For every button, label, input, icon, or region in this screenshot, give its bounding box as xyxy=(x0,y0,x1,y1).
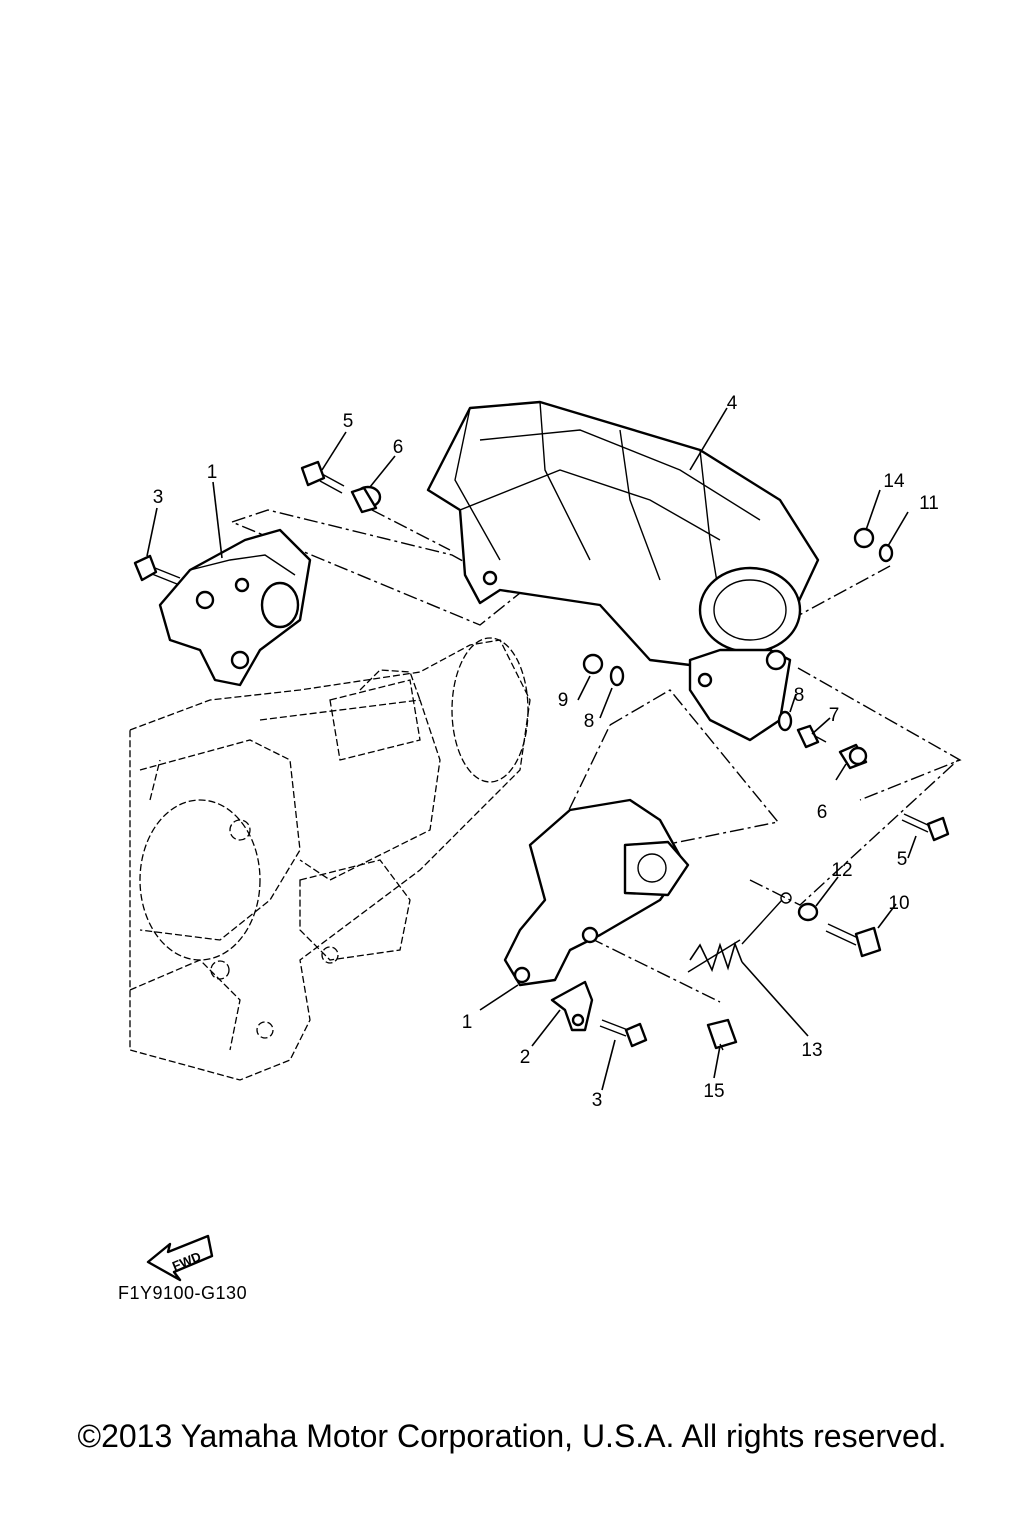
washer-8-lower xyxy=(777,710,793,732)
fwd-arrow-icon: FWD xyxy=(146,1234,214,1282)
callout-7: 7 xyxy=(829,705,840,726)
callout-labels: 1 3 5 6 4 14 11 9 8 8 7 6 5 12 10 1 2 3 … xyxy=(153,393,939,1111)
washer-11 xyxy=(878,543,894,563)
bolt-10 xyxy=(825,923,882,958)
callout-3-lower: 3 xyxy=(592,1090,603,1111)
callout-4: 4 xyxy=(727,393,738,414)
stud-7 xyxy=(796,724,827,749)
callout-14: 14 xyxy=(883,471,905,492)
callout-8-lower: 8 xyxy=(794,685,805,706)
spring-13 xyxy=(687,892,792,973)
bolt-5-lower xyxy=(901,813,950,842)
callout-8-upper: 8 xyxy=(584,711,595,732)
collar-6-upper xyxy=(350,485,382,514)
callout-3-upper: 3 xyxy=(153,487,164,508)
part-2-plate xyxy=(550,980,594,1032)
callout-11: 11 xyxy=(919,493,939,514)
part-1-bracket-upper xyxy=(158,528,312,687)
washer-8-upper xyxy=(609,665,625,687)
callout-10: 10 xyxy=(888,893,909,914)
callout-1-lower: 1 xyxy=(462,1012,473,1033)
jet-pump-housing-outline xyxy=(129,637,531,1081)
nut-14 xyxy=(853,527,875,549)
bolt-15 xyxy=(706,1018,738,1051)
part-1-bracket-lower xyxy=(503,798,690,987)
nut-9 xyxy=(582,653,604,675)
callout-13: 13 xyxy=(801,1040,822,1061)
bolt-3-lower xyxy=(599,1019,648,1048)
part-4-cover xyxy=(426,400,820,742)
callout-5-upper: 5 xyxy=(343,411,354,432)
callout-12: 12 xyxy=(831,860,852,881)
callout-9: 9 xyxy=(558,690,569,711)
callout-1-upper: 1 xyxy=(207,462,218,483)
drawing-code: F1Y9100-G130 xyxy=(118,1283,247,1303)
callout-5-lower: 5 xyxy=(897,849,908,870)
collar-12 xyxy=(797,902,819,922)
leader-lines xyxy=(146,407,917,1091)
callout-6-lower: 6 xyxy=(817,802,828,823)
callout-2: 2 xyxy=(520,1047,531,1068)
bolt-5-upper xyxy=(300,460,345,494)
collar-6-lower xyxy=(838,743,868,770)
callout-6-upper: 6 xyxy=(393,437,404,458)
callout-15: 15 xyxy=(703,1081,724,1102)
bolt-3-upper xyxy=(133,554,181,585)
copyright-notice: ©2013 Yamaha Motor Corporation, U.S.A. A… xyxy=(77,1418,947,1454)
